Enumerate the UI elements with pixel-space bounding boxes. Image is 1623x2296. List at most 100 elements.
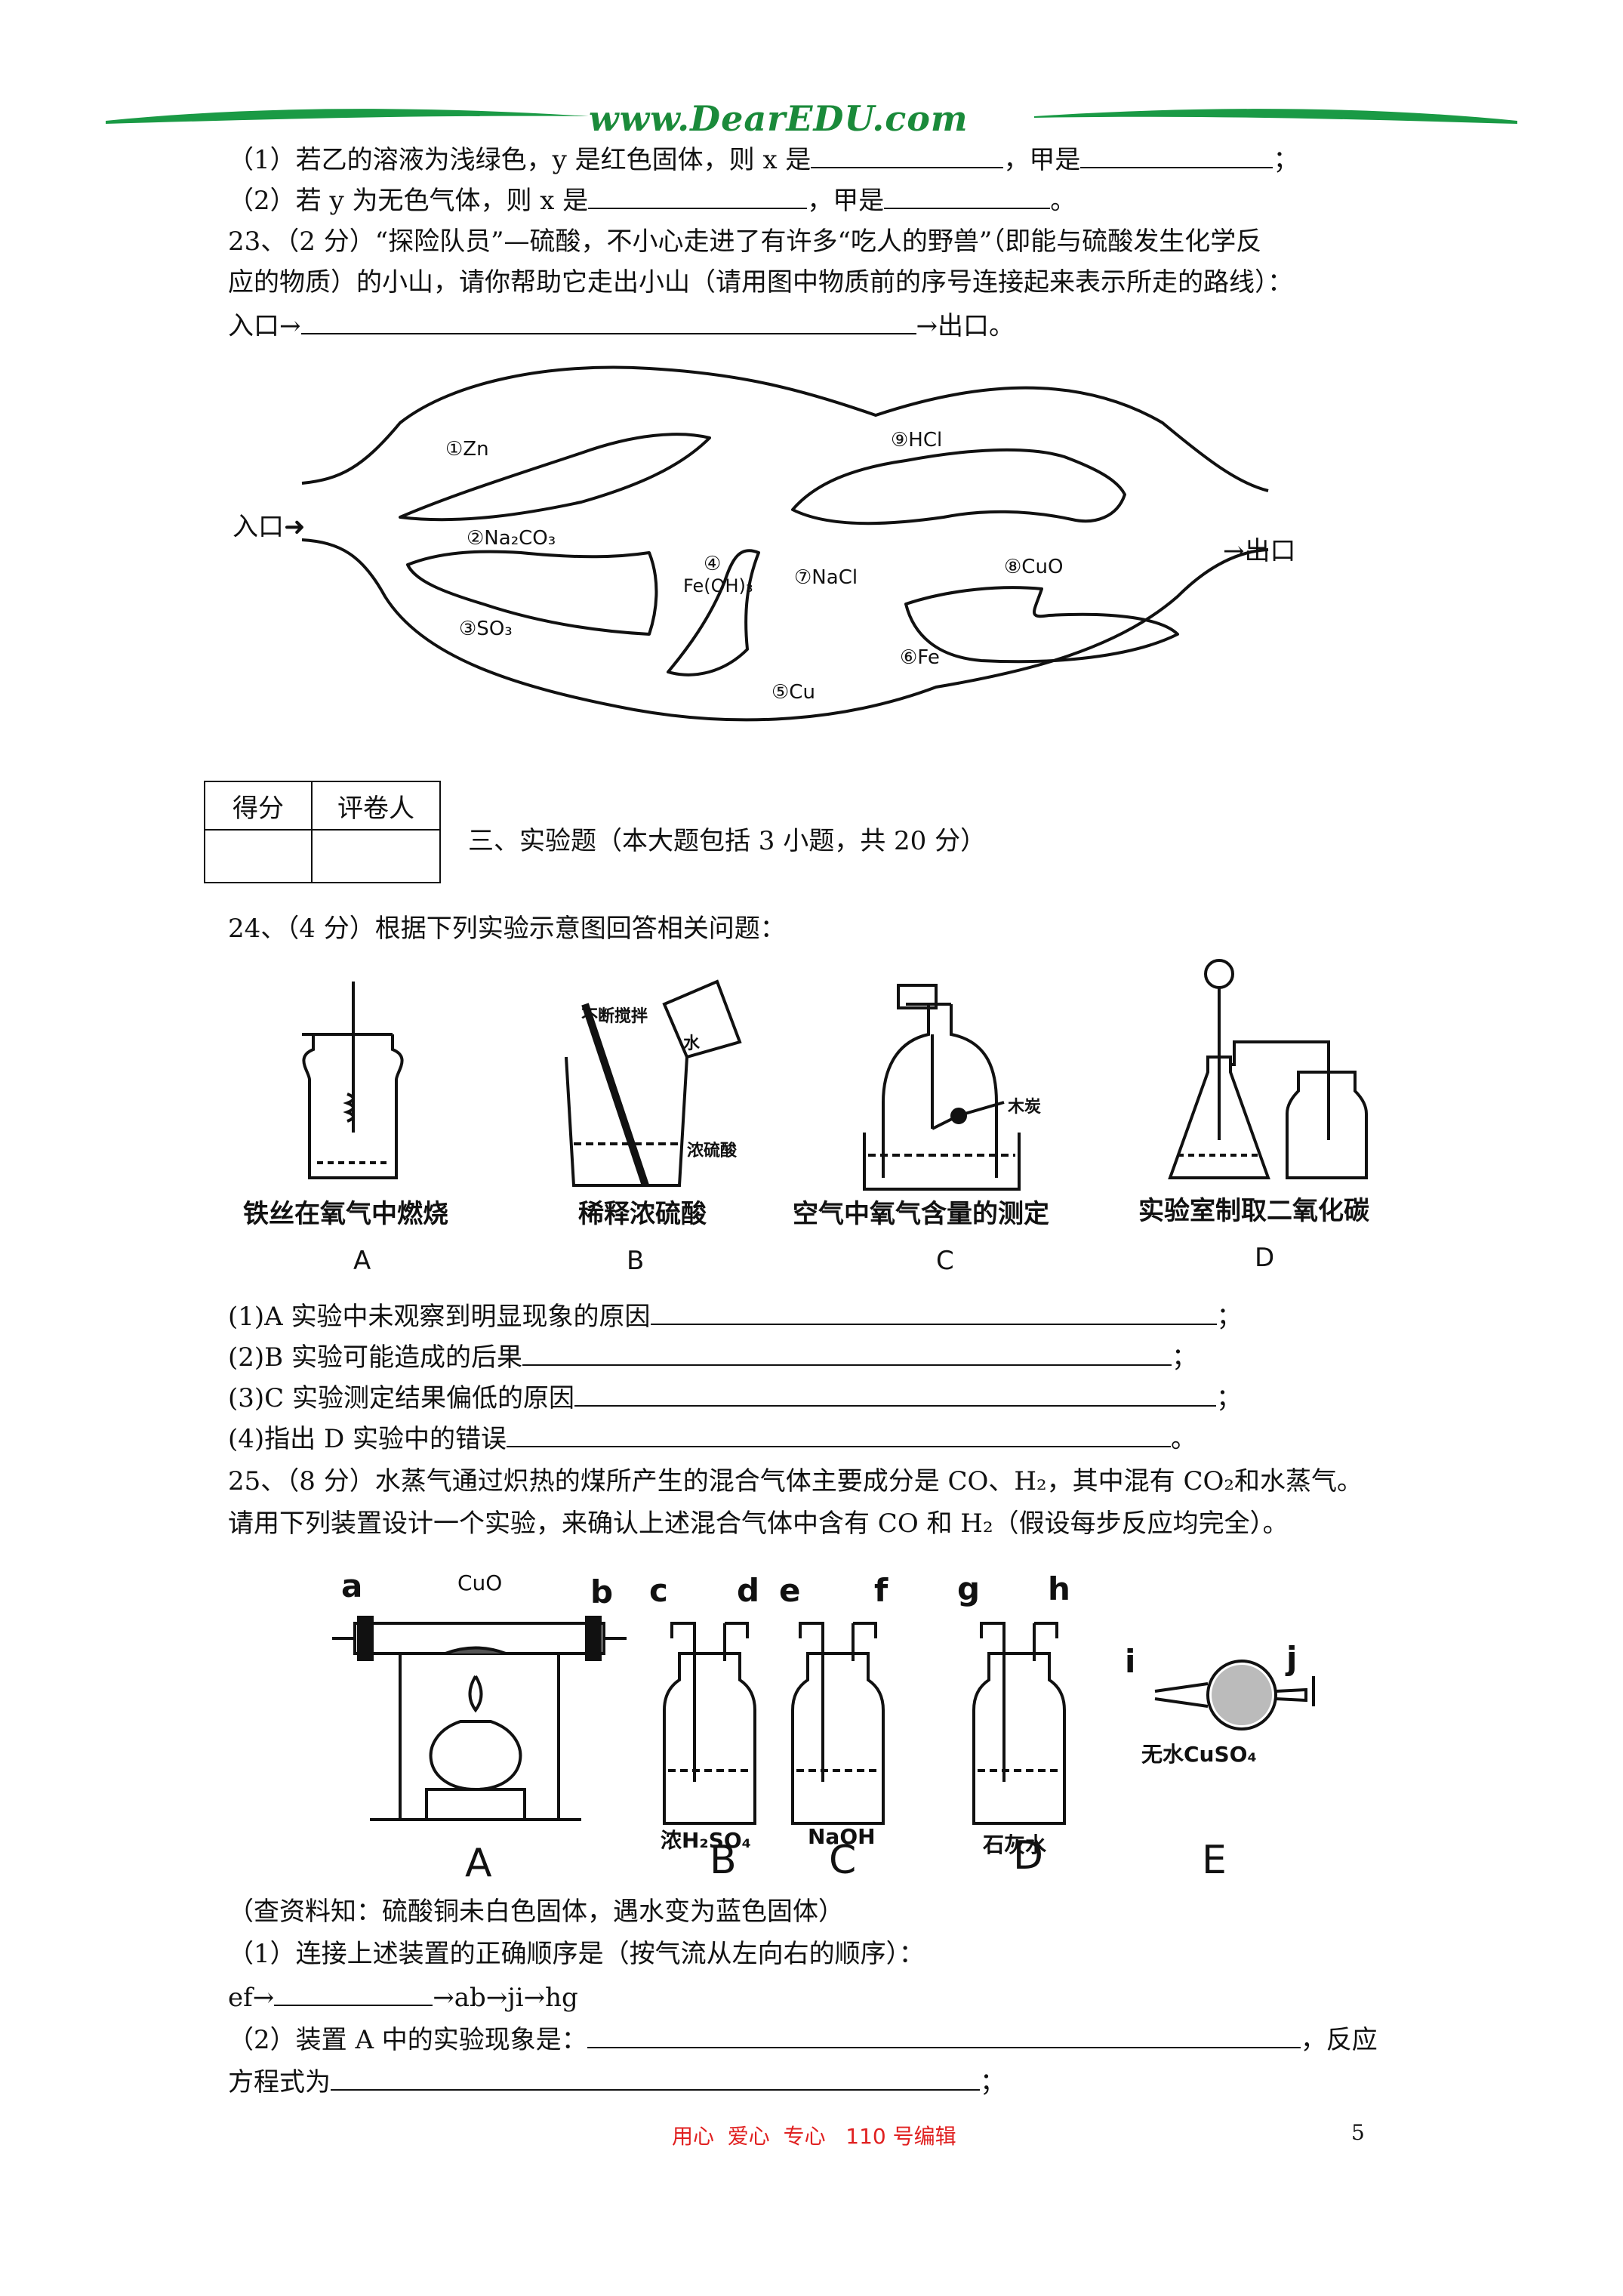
q25-s2: （2）装置 A 中的实验现象是： ，反应: [228, 2023, 1378, 2057]
q22-part2-jia: ，甲是: [807, 186, 885, 216]
q24-caption-b: 稀释浓硫酸: [578, 1199, 707, 1229]
q22-part2-text: （2）若 y 为无色气体，则 x 是: [228, 186, 589, 216]
banner-swoosh-left: [106, 109, 589, 124]
q23-line2: 应的物质）的小山，请你帮助它走出小山（请用图中物质前的序号连接起来表示所走的路线…: [228, 267, 1293, 297]
q25-apparatus: a b c d e f g h i j CuO 浓H₂SO₄ NaOH 石灰水 …: [325, 1563, 1344, 1895]
q24-letter-a: A: [353, 1246, 371, 1276]
banner-logo-text: www.DearEDU.com: [589, 98, 969, 139]
q25-s1-sequence: ef→ →ab→ji→hg: [228, 1981, 578, 2014]
q25-port-j: j: [1286, 1640, 1298, 1677]
maze-exit-label: 出口: [1244, 536, 1296, 566]
maze-exit: →出口: [1223, 535, 1296, 568]
q25-s2-end: ；: [980, 2067, 1006, 2097]
maze-entrance: 入口➜: [233, 510, 306, 544]
maze-outline: [301, 365, 1269, 722]
maze-label-so3: ③SO₃: [459, 618, 513, 640]
q24-q2-answer[interactable]: [522, 1342, 1172, 1366]
q24-caption-a: 铁丝在氧气中燃烧: [243, 1199, 448, 1229]
q24-q1: (1)A 实验中未观察到明显现象的原因；: [228, 1300, 1243, 1333]
q23-route-answer[interactable]: [300, 310, 916, 334]
q22-part1-text: （1）若乙的溶液为浅绿色，y 是红色固体，则 x 是: [228, 145, 812, 175]
q25-letter-b: B: [710, 1838, 737, 1883]
q25-s2-equation-answer[interactable]: [331, 2066, 980, 2091]
q24-letter-d: D: [1255, 1243, 1275, 1273]
q24-q4: (4)指出 D 实验中的错误 。: [228, 1422, 1196, 1456]
q23-entry-label: 入口→: [228, 311, 301, 341]
q24-letter-b: B: [627, 1246, 645, 1276]
q25-s1-seq-start: ef→: [228, 1983, 275, 2013]
score-cell[interactable]: [204, 829, 313, 883]
q25-letter-c: C: [829, 1838, 857, 1883]
maze-label-fe: ⑥Fe: [900, 646, 940, 669]
score-header: 得分: [204, 781, 313, 831]
q24-q3: (3)C 实验测定结果偏低的原因 ；: [228, 1382, 1242, 1415]
q25-cuso4-label: 无水CuSO₄: [1141, 1742, 1257, 1767]
q23-exit-label: →出口。: [916, 311, 1015, 341]
maze-exit-arrow-icon: →: [1223, 536, 1245, 566]
q25-line1: 25、（8 分）水蒸气通过炽热的煤所产生的混合气体主要成分是 CO、H₂，其中混…: [228, 1466, 1363, 1496]
q24-q3-text: (3)C 实验测定结果偏低的原因: [228, 1383, 574, 1413]
q25-apparatus-drawing: [332, 1616, 1315, 1825]
q25-port-i: i: [1125, 1643, 1136, 1680]
q24-c-label-charcoal: 木炭: [1008, 1098, 1042, 1117]
q25-bottle-c-label: NaOH: [808, 1824, 876, 1849]
q24-q3-end: ；: [1215, 1383, 1242, 1413]
score-box: 得分 评卷人: [204, 781, 441, 883]
grader-cell[interactable]: [311, 829, 441, 883]
q24-q4-text: (4)指出 D 实验中的错误: [228, 1424, 507, 1454]
q25-s1-seq-end: →ab→ji→hg: [433, 1983, 578, 2013]
q22-answer-x2[interactable]: [588, 185, 808, 209]
maze-label-zn: ①Zn: [445, 438, 489, 461]
q25-letter-e: E: [1202, 1838, 1227, 1883]
q22-part1-jia: ，甲是: [1003, 145, 1081, 175]
q24-q2: (2)B 实验可能造成的后果；: [228, 1341, 1197, 1374]
q24-b-label-acid: 浓硫酸: [687, 1142, 738, 1160]
q25-port-a: a: [341, 1567, 363, 1604]
q24-b-label-stir: 不断搅拌: [581, 1007, 648, 1026]
section3-title: 三、实验题（本大题包括 3 小题，共 20 分）: [468, 826, 987, 856]
maze-entrance-arrow-icon: ➜: [284, 512, 306, 542]
q25-note: （查资料知：硫酸铜未白色固体，遇水变为蓝色固体）: [228, 1897, 844, 1927]
header-banner: www.DearEDU.com: [0, 98, 1623, 151]
q25-port-d: d: [737, 1572, 760, 1609]
q24-intro: 24、（4 分）根据下列实验示意图回答相关问题：: [228, 914, 786, 944]
page-number: 5: [1351, 2120, 1365, 2145]
q24-caption-c: 空气中氧气含量的测定: [793, 1199, 1049, 1229]
q25-s2-phenomenon-answer[interactable]: [587, 2024, 1301, 2048]
q25-bottle-d-label: 石灰水: [983, 1832, 1047, 1857]
maze-label-nacl: ⑦NaCl: [794, 566, 858, 589]
q24-figures: 不断搅拌 水 浓硫酸 木炭 铁丝在氧气中燃烧 稀释浓硫酸 空气中氧气含量的测定 …: [226, 951, 1434, 1299]
q23-route-line: 入口→ →出口。: [228, 310, 1015, 343]
q24-letter-c: C: [936, 1246, 954, 1276]
q25-port-g: g: [957, 1570, 981, 1607]
q23-line1: 23、（2 分）“探险队员”—硫酸，不小心走进了有许多“吃人的野兽”（即能与硫酸…: [228, 227, 1262, 257]
maze-map: ①Zn ②Na₂CO₃ ③SO₃ ④ Fe(OH)₃ ⑤Cu ⑥Fe ⑦NaCl…: [226, 355, 1298, 740]
q25-port-h: h: [1048, 1570, 1070, 1607]
maze-label-na2co3: ②Na₂CO₃: [467, 527, 556, 550]
q25-cuo-label: CuO: [457, 1570, 503, 1595]
q24-q1-answer[interactable]: [650, 1301, 1217, 1325]
q25-s2-text: （2）装置 A 中的实验现象是：: [228, 2025, 587, 2055]
maze-label-hcl: ⑨HCl: [891, 429, 943, 451]
q22-answer-jia2[interactable]: [884, 185, 1051, 209]
q24-apparatus-drawing: [302, 959, 1368, 1191]
q22-part2-end: 。: [1050, 186, 1076, 216]
q25-s1: （1）连接上述装置的正确顺序是（按气流从左向右的顺序）：: [228, 1939, 925, 1969]
footer-text: 用心 爱心 专心 110 号编辑: [672, 2124, 956, 2149]
q25-s2-tail: ，反应: [1300, 2025, 1378, 2055]
q25-letter-a: A: [465, 1841, 492, 1886]
q22-part2: （2）若 y 为无色气体，则 x 是 ，甲是 。: [228, 184, 1076, 217]
q25-port-f: f: [874, 1572, 888, 1609]
q24-q4-answer[interactable]: [507, 1423, 1172, 1447]
q22-part1-end: ；: [1273, 145, 1299, 175]
q25-s1-answer[interactable]: [274, 1982, 433, 2006]
q24-q2-text: (2)B 实验可能造成的后果: [228, 1342, 522, 1373]
maze-entrance-label: 入口: [233, 512, 284, 542]
q22-answer-x1[interactable]: [811, 144, 1004, 168]
q25-s2-equation-label: 方程式为: [228, 2067, 331, 2097]
banner-swoosh-right: [1034, 109, 1517, 124]
q24-q3-answer[interactable]: [574, 1382, 1216, 1407]
q22-answer-jia1[interactable]: [1080, 144, 1273, 168]
q25-s2-line2: 方程式为 ；: [228, 2066, 1006, 2099]
q24-q4-end: 。: [1171, 1424, 1197, 1454]
